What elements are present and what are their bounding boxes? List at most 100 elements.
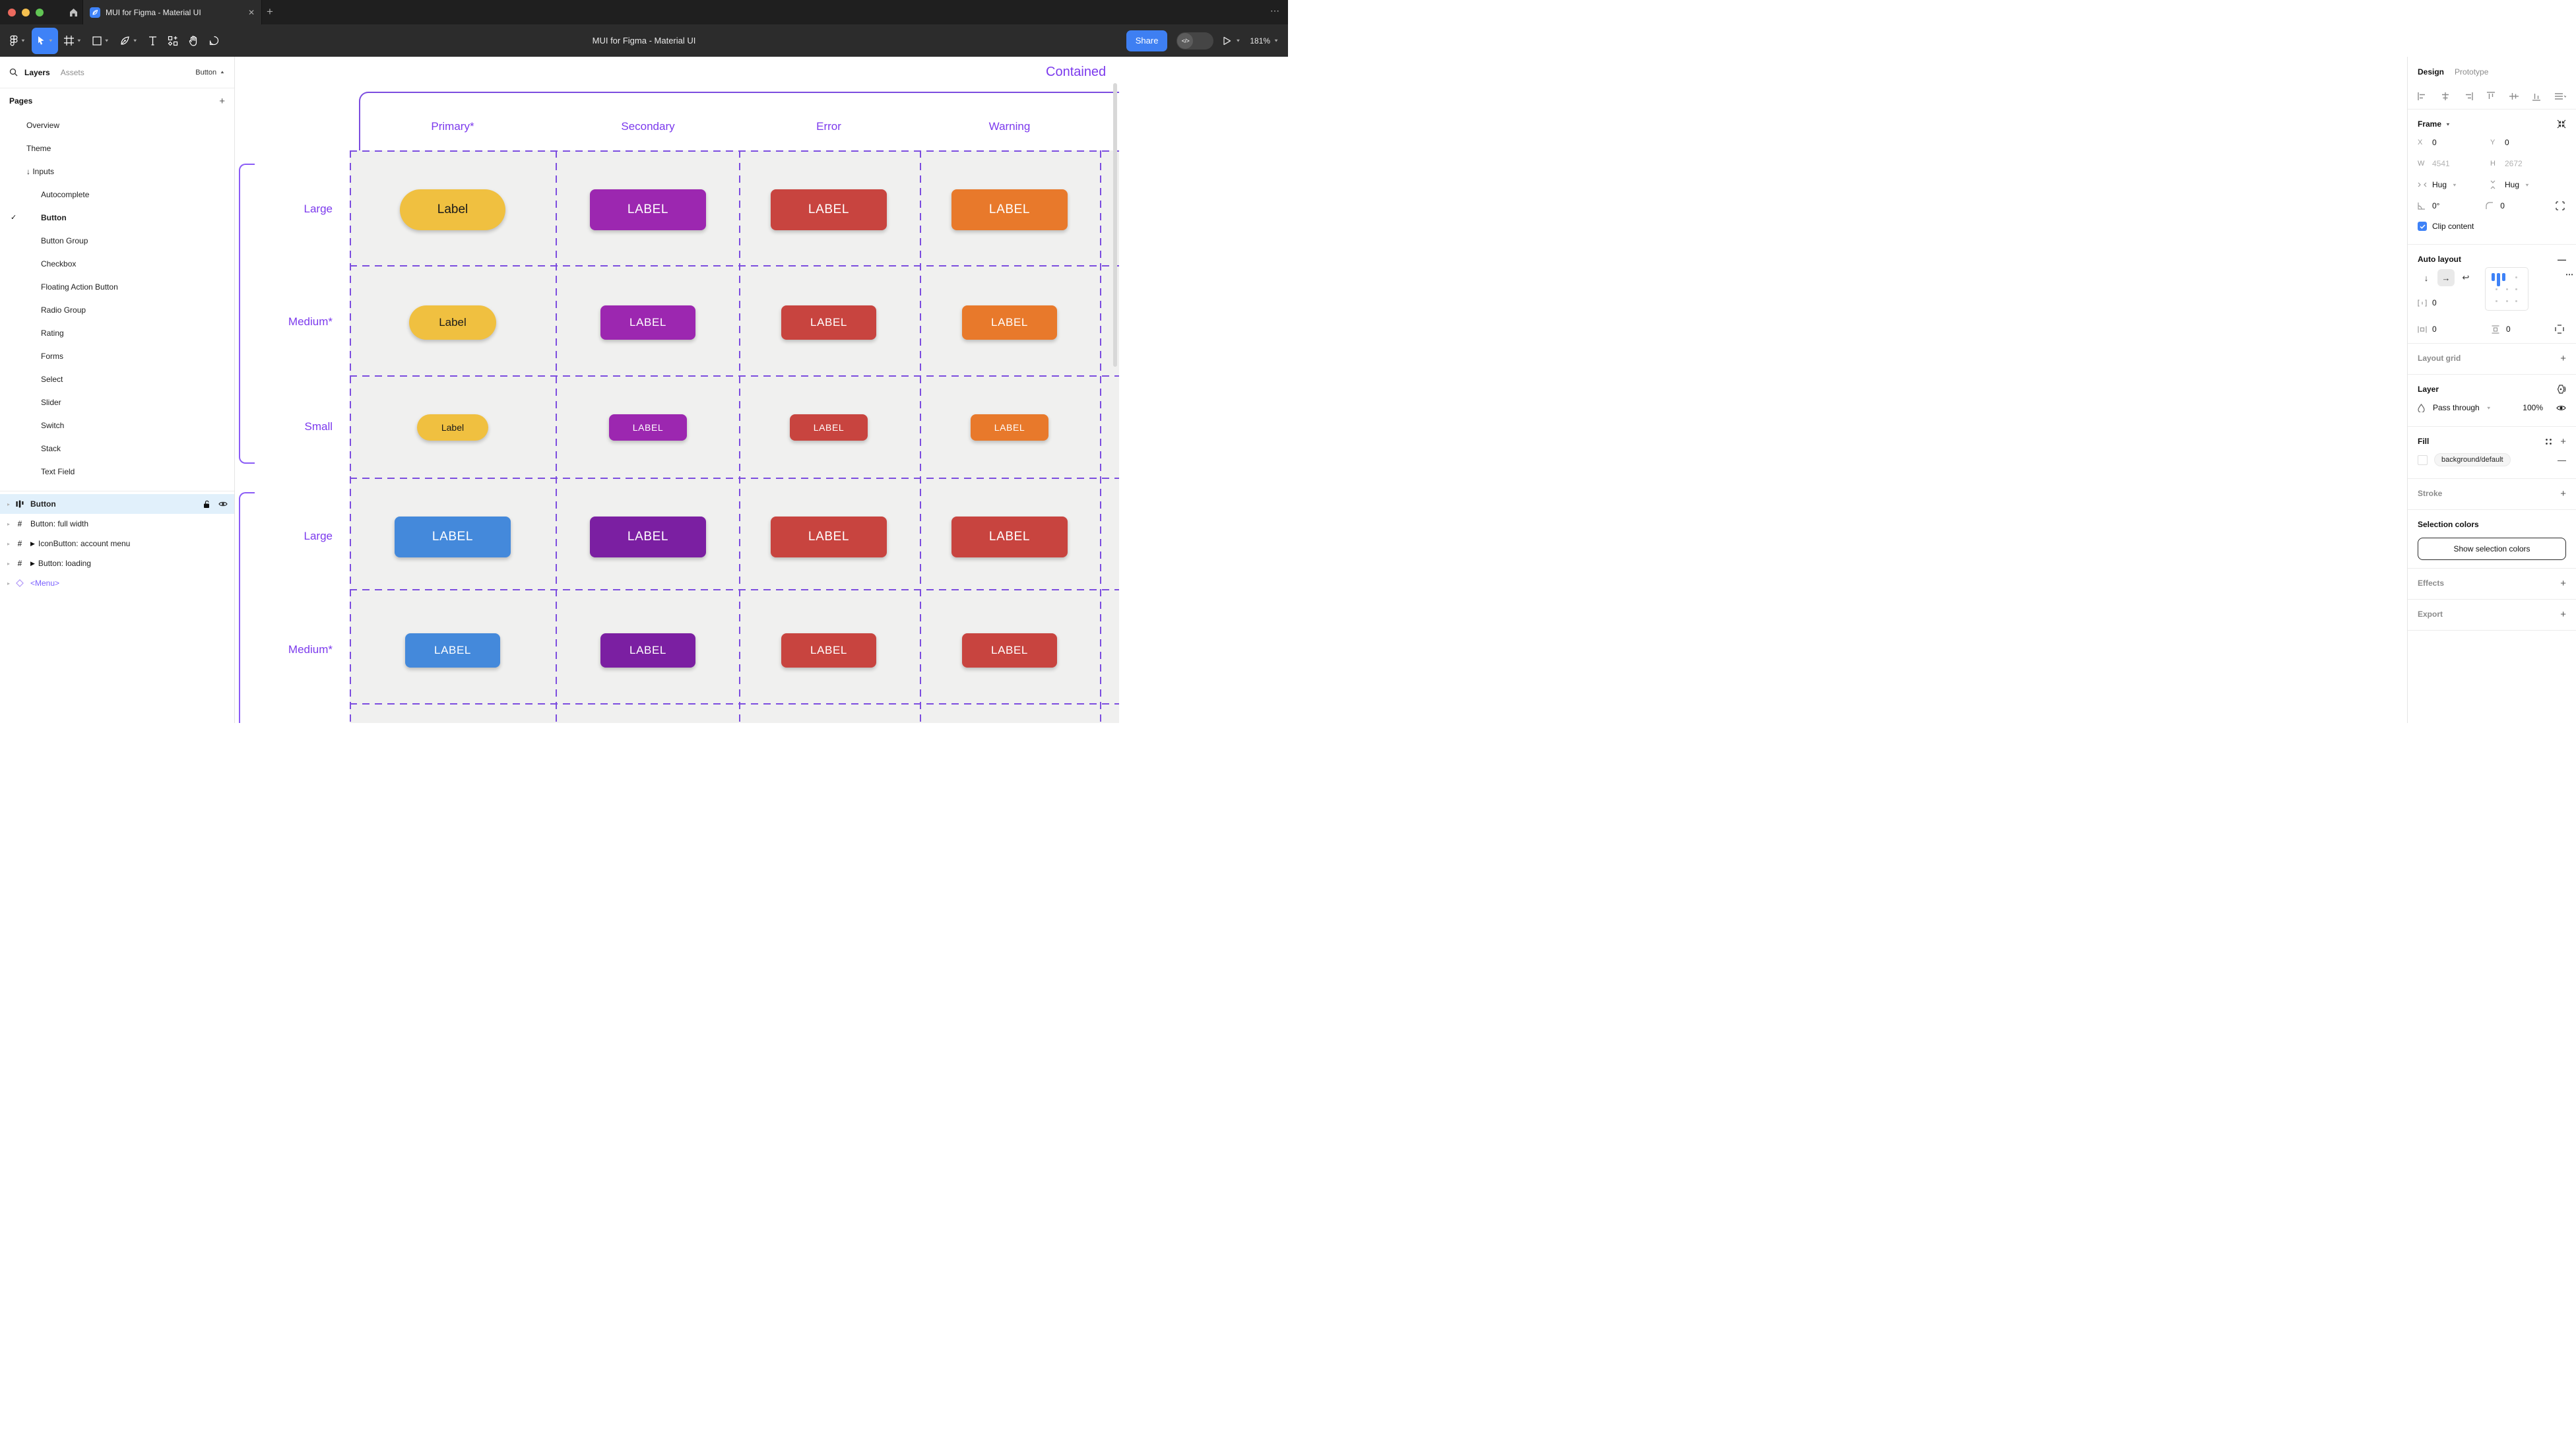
canvas-button[interactable]: Label [409,305,496,340]
main-menu-button[interactable]: ▼ [5,28,30,54]
pen-tool-button[interactable]: ▼ [115,28,143,54]
new-tab-icon[interactable]: + [267,5,273,18]
align-right-icon[interactable] [2464,92,2474,100]
chevron-right-icon[interactable]: ▸ [7,520,10,527]
canvas-button[interactable]: LABEL [790,414,868,441]
tab-layers[interactable]: Layers [24,67,50,77]
canvas-button[interactable]: LABEL [962,633,1057,668]
canvas-button[interactable]: LABEL [600,305,695,340]
auto-layout-more-icon[interactable]: ⋯ [2565,270,2575,279]
canvas-scrollbar[interactable] [1113,83,1117,367]
tab-prototype[interactable]: Prototype [2455,67,2489,77]
add-layout-grid-icon[interactable]: + [2560,352,2566,364]
horizontal-padding-field[interactable]: 0 [2418,325,2465,334]
canvas[interactable]: Contained Primary* Secondary Error Warni… [235,57,1119,723]
add-effect-icon[interactable]: + [2560,577,2566,589]
styles-icon[interactable] [2545,438,2552,445]
canvas-button[interactable]: LABEL [962,305,1057,340]
add-fill-icon[interactable]: + [2560,435,2566,447]
blend-mode-value[interactable]: Pass through [2433,403,2480,412]
window-controls[interactable] [8,8,44,16]
frame-title[interactable]: Contained [1046,65,1107,79]
layer-row-button[interactable]: ▸ Button [0,494,234,514]
vertical-padding-field[interactable]: 0 [2492,325,2539,334]
layer-row-iconbutton-account-menu[interactable]: ▸ # ▶ IconButton: account menu [0,534,234,553]
canvas-button[interactable]: Label [417,414,488,441]
alignment-widget[interactable] [2485,267,2528,311]
vertical-resizing-field[interactable]: Hug▼ [2490,180,2556,189]
remove-fill-icon[interactable]: — [2558,455,2566,465]
direction-vertical-button[interactable]: ↓ [2424,272,2429,283]
align-bottom-icon[interactable] [2532,92,2540,101]
close-tab-icon[interactable]: ✕ [247,7,255,17]
page-item-stack[interactable]: Stack [0,437,234,460]
fill-color-swatch[interactable] [2418,455,2428,465]
share-button[interactable]: Share [1126,30,1168,51]
canvas-button[interactable]: LABEL [771,517,887,557]
titlebar-more-icon[interactable]: ⋯ [1270,5,1280,16]
opacity-value[interactable]: 100% [2523,403,2543,412]
fill-token-chip[interactable]: background/default [2434,453,2511,466]
canvas-button[interactable]: LABEL [590,517,706,557]
page-item-autocomplete[interactable]: Autocomplete [0,183,234,206]
canvas-button[interactable]: LABEL [600,633,695,668]
close-window-button[interactable] [8,8,16,16]
dev-mode-toggle[interactable]: </> [1176,32,1214,49]
zoom-menu[interactable]: 181% ▼ [1250,36,1279,46]
page-item-floating-action-button[interactable]: Floating Action Button [0,275,234,298]
chevron-down-icon[interactable]: ▼ [2445,121,2451,127]
page-item-button[interactable]: ✓Button [0,206,234,229]
rotation-field[interactable]: 0° [2418,201,2479,210]
page-item-button-group[interactable]: Button Group [0,229,234,252]
add-stroke-icon[interactable]: + [2560,487,2566,499]
corner-radius-field[interactable]: 0 [2486,201,2547,210]
page-item-forms[interactable]: Forms [0,344,234,367]
home-icon[interactable] [62,0,84,24]
page-item--inputs[interactable]: ↓ Inputs [0,160,234,183]
page-item-slider[interactable]: Slider [0,391,234,414]
canvas-button[interactable]: Label [400,189,505,230]
independent-corners-icon[interactable] [2554,201,2566,210]
hand-tool-button[interactable] [184,28,203,54]
search-icon[interactable] [9,68,18,77]
layer-row-button-full-width[interactable]: ▸ # Button: full width [0,514,234,534]
show-selection-colors-button[interactable]: Show selection colors [2418,538,2566,560]
blend-mode-icon[interactable] [2556,385,2566,394]
page-item-theme[interactable]: Theme [0,137,234,160]
direction-horizontal-button[interactable]: → [2437,269,2455,286]
canvas-button[interactable]: LABEL [395,517,511,557]
canvas-button[interactable]: LABEL [590,189,706,230]
canvas-button[interactable]: LABEL [971,414,1048,441]
distribute-icon[interactable] [2554,92,2566,100]
canvas-button[interactable]: LABEL [609,414,687,441]
tab-assets[interactable]: Assets [60,67,84,77]
layer-row-menu-component[interactable]: ▸ <Menu> [0,573,234,593]
clip-content-row[interactable]: Clip content [2418,216,2566,236]
move-tool-button[interactable]: ▼ [31,27,58,54]
chevron-right-icon[interactable]: ▸ [7,560,10,567]
visibility-eye-icon[interactable] [218,501,228,507]
horizontal-resizing-field[interactable]: Hug▼ [2418,180,2484,189]
item-spacing-field[interactable]: 0 [2418,298,2484,307]
comment-tool-button[interactable] [205,28,224,54]
page-item-text-field[interactable]: Text Field [0,460,234,483]
tab-design[interactable]: Design [2418,67,2445,77]
clip-content-checkbox[interactable] [2418,222,2427,231]
zoom-window-button[interactable] [36,8,44,16]
unlock-icon[interactable] [203,500,210,509]
collapse-panel-icon[interactable] [2557,119,2566,129]
shape-tool-button[interactable]: ▼ [88,28,114,54]
page-item-radio-group[interactable]: Radio Group [0,298,234,321]
align-left-icon[interactable] [2418,92,2427,100]
present-play-icon[interactable] [1223,36,1231,46]
canvas-button[interactable]: LABEL [951,189,1068,230]
canvas-button[interactable]: LABEL [781,305,876,340]
page-item-switch[interactable]: Switch [0,414,234,437]
canvas-button[interactable]: LABEL [405,633,500,668]
page-item-rating[interactable]: Rating [0,321,234,344]
page-item-checkbox[interactable]: Checkbox [0,252,234,275]
add-page-icon[interactable]: + [219,95,225,107]
align-v-center-icon[interactable] [2509,92,2519,100]
